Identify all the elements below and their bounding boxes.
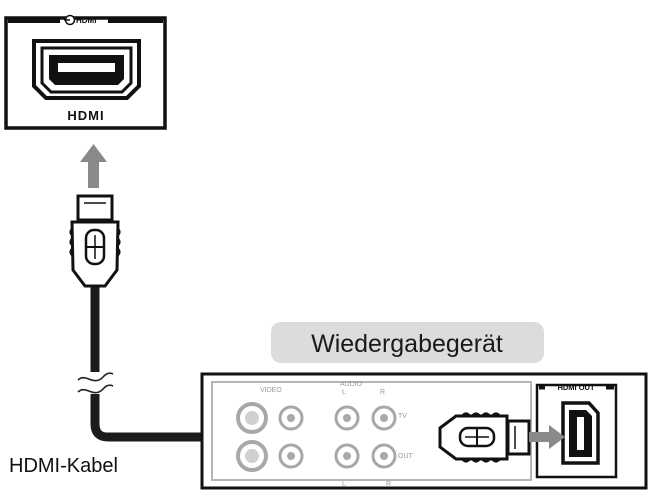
arrow-up-icon: [80, 144, 107, 188]
hdmi-cable: [77, 286, 440, 442]
bottom-r-label: R: [386, 481, 391, 488]
tv-hdmi-input-panel: HDMI HDMI: [4, 14, 167, 130]
bottom-l-label: L: [342, 481, 346, 488]
audio-r-jack-bottom-icon: [371, 443, 397, 469]
device-title-badge: [271, 322, 544, 363]
out-label: OUT: [398, 453, 414, 460]
tv-label: TV: [398, 413, 407, 420]
video-label: VIDEO: [260, 387, 282, 394]
audio-l-label: L: [342, 389, 346, 396]
hdmi-out-port-icon: [561, 401, 600, 465]
svideo-connector-top-icon: [236, 402, 268, 434]
tv-hdmi-port-icon: [32, 39, 141, 100]
audio-r-label: R: [380, 389, 385, 396]
device-title: Wiedergabegerät: [311, 330, 503, 358]
hdmi-plug-vertical-icon: [69, 194, 121, 288]
hdmi-plug-horizontal-icon: [438, 412, 531, 463]
audio-r-jack-top-icon: [371, 405, 397, 431]
tv-port-tag: HDMI: [76, 16, 96, 25]
video-jack-top-icon: [278, 405, 304, 431]
cable-label: HDMI-Kabel: [9, 455, 118, 477]
audio-l-jack-bottom-icon: [334, 443, 360, 469]
audio-l-jack-top-icon: [334, 405, 360, 431]
video-jack-bottom-icon: [278, 443, 304, 469]
playback-device: Wiedergabegerät VIDEO AUDIO L R TV OUT L…: [200, 322, 648, 490]
audio-label: AUDIO: [340, 381, 363, 388]
arrow-right-icon: [529, 425, 565, 449]
hdmi-logo-icon: HDMI: [67, 108, 104, 123]
svideo-connector-bottom-icon: [236, 440, 268, 472]
hdmi-out-tag: HDMI OUT: [557, 383, 594, 392]
